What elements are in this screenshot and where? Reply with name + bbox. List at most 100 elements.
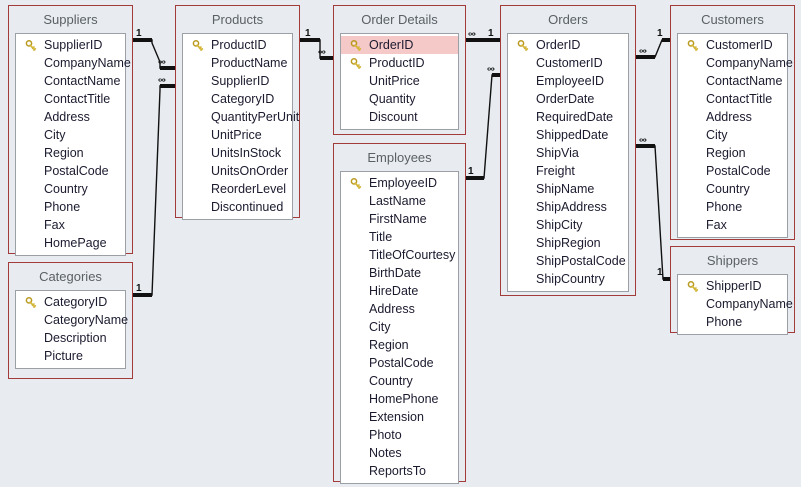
field-row[interactable]: ShipPostalCode	[508, 252, 628, 270]
field-row[interactable]: TitleOfCourtesy	[341, 246, 458, 264]
field-row[interactable]: CompanyName	[678, 295, 793, 313]
field-row[interactable]: Fax	[16, 216, 125, 234]
field-row[interactable]: ContactName	[678, 72, 787, 90]
field-row[interactable]: ShipperID	[678, 277, 787, 295]
field-row[interactable]: City	[16, 126, 125, 144]
field-row[interactable]: OrderDate	[508, 90, 628, 108]
field-row[interactable]: Address	[341, 300, 458, 318]
field-row[interactable]: Fax	[678, 216, 787, 234]
field-row[interactable]: SupplierID	[183, 72, 292, 90]
field-row[interactable]: ShipCountry	[508, 270, 628, 288]
field-row[interactable]: ProductID	[183, 36, 292, 54]
field-row[interactable]: Quantity	[341, 90, 458, 108]
field-row[interactable]: CategoryID	[183, 90, 292, 108]
field-row[interactable]: ContactName	[16, 72, 125, 90]
field-row[interactable]: CustomerID	[508, 54, 628, 72]
field-row[interactable]: SupplierID	[16, 36, 125, 54]
field-row[interactable]: Discontinued	[183, 198, 292, 216]
field-row[interactable]: UnitPrice	[183, 126, 292, 144]
field-row[interactable]: OrderID	[508, 36, 628, 54]
field-row[interactable]: Freight	[508, 162, 628, 180]
field-row[interactable]: ContactTitle	[16, 90, 125, 108]
field-row[interactable]: FirstName	[341, 210, 458, 228]
field-row[interactable]: ProductID	[341, 54, 458, 72]
field-row[interactable]: Region	[341, 336, 458, 354]
field-label: CategoryName	[44, 313, 129, 327]
relationship-line-categories-products[interactable]	[133, 85, 175, 296]
field-label: FirstName	[369, 212, 427, 226]
field-label: Country	[369, 374, 413, 388]
field-row[interactable]: Phone	[678, 313, 787, 331]
field-row[interactable]: Region	[16, 144, 125, 162]
field-row[interactable]: Title	[341, 228, 458, 246]
field-row[interactable]: ReportsTo	[341, 462, 458, 480]
field-row[interactable]: Photo	[341, 426, 458, 444]
field-row[interactable]: HireDate	[341, 282, 458, 300]
field-row[interactable]: Discount	[341, 108, 458, 126]
field-row[interactable]: ReorderLevel	[183, 180, 292, 198]
field-row[interactable]: Phone	[678, 198, 787, 216]
field-row[interactable]: EmployeeID	[508, 72, 628, 90]
field-label: BirthDate	[369, 266, 422, 280]
field-row[interactable]: RequiredDate	[508, 108, 628, 126]
field-row[interactable]: LastName	[341, 192, 458, 210]
field-row[interactable]: Phone	[16, 198, 125, 216]
field-label: ContactName	[706, 74, 783, 88]
field-row[interactable]: Address	[16, 108, 125, 126]
field-row[interactable]: Region	[678, 144, 787, 162]
field-row[interactable]: ShipVia	[508, 144, 628, 162]
field-label: Phone	[706, 200, 743, 214]
field-row[interactable]: ProductName	[183, 54, 292, 72]
field-row[interactable]: ShipName	[508, 180, 628, 198]
field-row[interactable]: CompanyName	[16, 54, 131, 72]
field-row[interactable]: HomePhone	[341, 390, 458, 408]
field-row[interactable]: CategoryID	[16, 293, 125, 311]
relationship-line-orders-shippers[interactable]	[636, 145, 670, 280]
field-row[interactable]: ShippedDate	[508, 126, 628, 144]
field-row[interactable]: HomePage	[16, 234, 125, 252]
field-row[interactable]: EmployeeID	[341, 174, 458, 192]
cardinality-label-one: 1	[468, 166, 474, 177]
field-row[interactable]: Address	[678, 108, 787, 126]
field-row[interactable]: Description	[16, 329, 125, 347]
field-row[interactable]: QuantityPerUnit	[183, 108, 299, 126]
field-row[interactable]: PostalCode	[16, 162, 125, 180]
field-row[interactable]: UnitPrice	[341, 72, 458, 90]
field-row[interactable]: City	[341, 318, 458, 336]
field-row[interactable]: CategoryName	[16, 311, 129, 329]
field-row[interactable]: CompanyName	[678, 54, 793, 72]
field-label: ContactTitle	[706, 92, 773, 106]
field-row[interactable]: PostalCode	[678, 162, 787, 180]
field-row[interactable]: CustomerID	[678, 36, 787, 54]
field-row[interactable]: ShipRegion	[508, 234, 628, 252]
field-row[interactable]: PostalCode	[341, 354, 458, 372]
relationship-line-employees-orders[interactable]	[466, 74, 500, 179]
field-row[interactable]: Extension	[341, 408, 458, 426]
field-row[interactable]: Picture	[16, 347, 125, 365]
relationship-line-orderdetails-products[interactable]	[300, 39, 333, 59]
relationship-line-suppliers-products[interactable]	[133, 39, 175, 69]
field-label: Address	[44, 110, 90, 124]
field-row[interactable]: UnitsOnOrder	[183, 162, 292, 180]
field-row[interactable]: OrderID	[341, 36, 458, 54]
field-row[interactable]: ShipAddress	[508, 198, 628, 216]
field-row[interactable]: Country	[16, 180, 125, 198]
field-row[interactable]: Country	[678, 180, 787, 198]
field-row[interactable]: UnitsInStock	[183, 144, 292, 162]
field-row[interactable]: ShipCity	[508, 216, 628, 234]
field-row[interactable]: Notes	[341, 444, 458, 462]
field-row[interactable]: ContactTitle	[678, 90, 787, 108]
field-row[interactable]: City	[678, 126, 787, 144]
field-row[interactable]: BirthDate	[341, 264, 458, 282]
field-row[interactable]: Country	[341, 372, 458, 390]
